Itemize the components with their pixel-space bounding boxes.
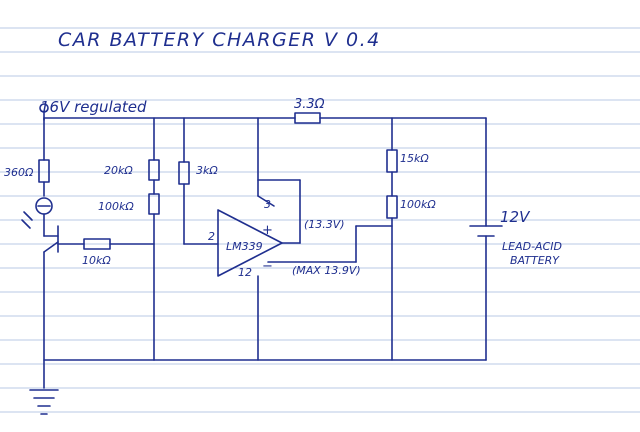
resistor-10k-label: 10kΩ <box>82 254 111 267</box>
ground-rail <box>29 359 487 415</box>
battery-type-line1: LEAD-ACID <box>502 240 562 253</box>
comparator-lm339 <box>217 117 393 361</box>
resistor-360-ohm-label: 360Ω <box>4 166 34 179</box>
resistor-100k-left-label: 100kΩ <box>98 200 134 213</box>
battery-voltage-label: 12V <box>500 208 531 226</box>
top-rail <box>39 103 487 121</box>
resistor-3k-label: 3kΩ <box>196 164 218 177</box>
supply-label: 16V regulated <box>40 98 147 116</box>
left-divider <box>148 117 160 361</box>
led-branch <box>21 117 53 237</box>
pin-12-label: 12 <box>238 266 252 279</box>
resistor-20k-label: 20kΩ <box>104 164 133 177</box>
resistor-3-3-ohm-label: 3.3Ω <box>294 97 325 112</box>
battery-type-line2: BATTERY <box>510 254 560 267</box>
right-divider <box>386 117 398 361</box>
plus-input-label: + <box>262 223 273 238</box>
v-max-note: (MAX 13.9V) <box>292 264 361 277</box>
pin-3-label: 3 <box>264 198 271 211</box>
minus-input-label: − <box>262 259 273 274</box>
resistor-100k-right-label: 100kΩ <box>400 198 436 211</box>
battery-symbol <box>469 117 503 361</box>
pin-2-label: 2 <box>208 230 215 243</box>
resistor-15k-label: 15kΩ <box>400 152 429 165</box>
three-k-branch <box>178 117 219 245</box>
schematic-title: CAR BATTERY CHARGER V 0.4 <box>58 29 381 51</box>
ruled-lines <box>0 27 640 413</box>
v-ref-note: (13.3V) <box>304 218 345 231</box>
comparator-label: LM339 <box>226 240 263 253</box>
resistor-3-3-ohm <box>294 112 321 124</box>
led-sense-junction <box>43 225 85 389</box>
